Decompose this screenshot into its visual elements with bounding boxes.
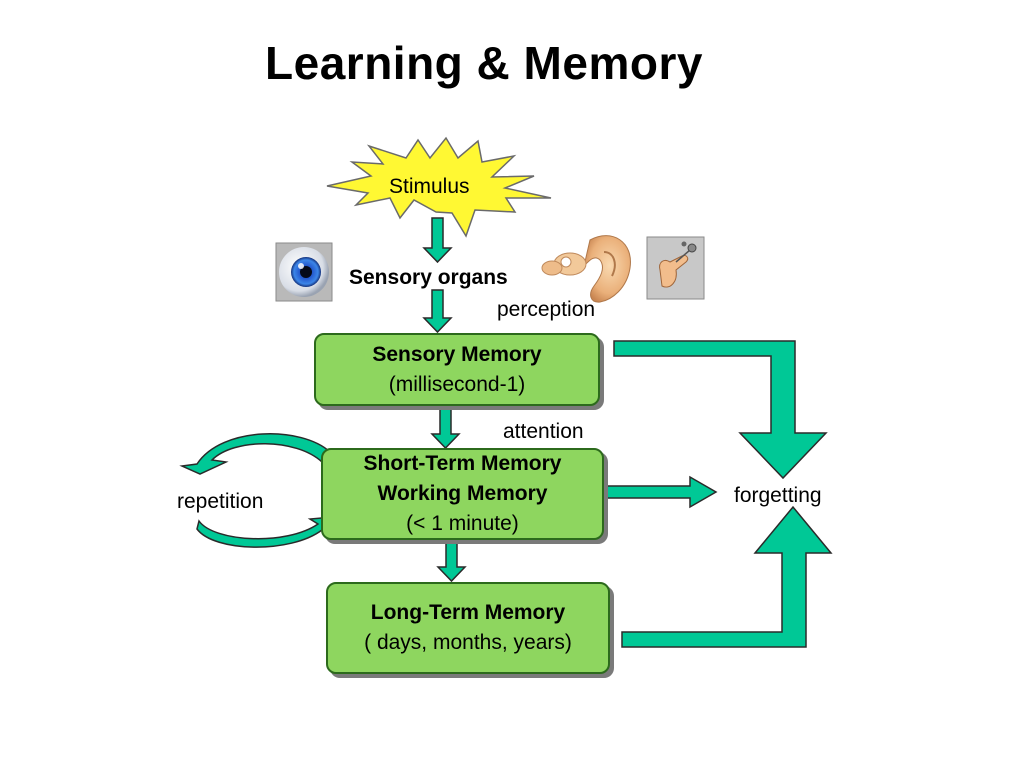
arrow-long-term-to-forgetting: [621, 505, 833, 648]
arrow-sensory-memory-to-forgetting: [613, 340, 828, 480]
sensory-organs-label: Sensory organs: [349, 266, 508, 289]
repetition-label: repetition: [177, 490, 264, 513]
long-term-memory-detail: ( days, months, years): [364, 631, 572, 654]
sensory-memory-title: Sensory Memory: [372, 342, 542, 366]
ear-icon: [541, 235, 631, 303]
short-term-memory-box: Short-Term Memory Working Memory (< 1 mi…: [321, 448, 604, 540]
repetition-arrow-top: [179, 433, 332, 475]
sensory-memory-box: Sensory Memory (millisecond-1): [314, 333, 600, 406]
stimulus-label: Stimulus: [389, 175, 470, 198]
arrow-sensory-to-short-term: [430, 403, 461, 450]
arrow-short-term-to-forgetting: [601, 475, 718, 509]
stimulus-starburst: [326, 136, 552, 238]
long-term-memory-title: Long-Term Memory: [370, 601, 566, 624]
attention-label: attention: [503, 420, 584, 443]
arrow-organs-to-sensory-memory: [422, 289, 453, 334]
long-term-memory-box: Long-Term Memory ( days, months, years): [326, 582, 610, 674]
working-memory-title: Working Memory: [377, 482, 548, 505]
forgetting-label: forgetting: [734, 484, 822, 507]
short-term-memory-detail: (< 1 minute): [406, 512, 519, 535]
page-title: Learning & Memory: [265, 37, 703, 89]
touch-hand-icon: [646, 236, 705, 300]
arrow-stimulus-to-organs: [422, 217, 453, 264]
short-term-memory-title: Short-Term Memory: [363, 452, 562, 475]
sensory-memory-detail: (millisecond-1): [388, 372, 526, 396]
perception-label: perception: [497, 298, 596, 321]
arrow-short-to-long-term: [436, 537, 467, 583]
eye-icon: [275, 242, 333, 302]
